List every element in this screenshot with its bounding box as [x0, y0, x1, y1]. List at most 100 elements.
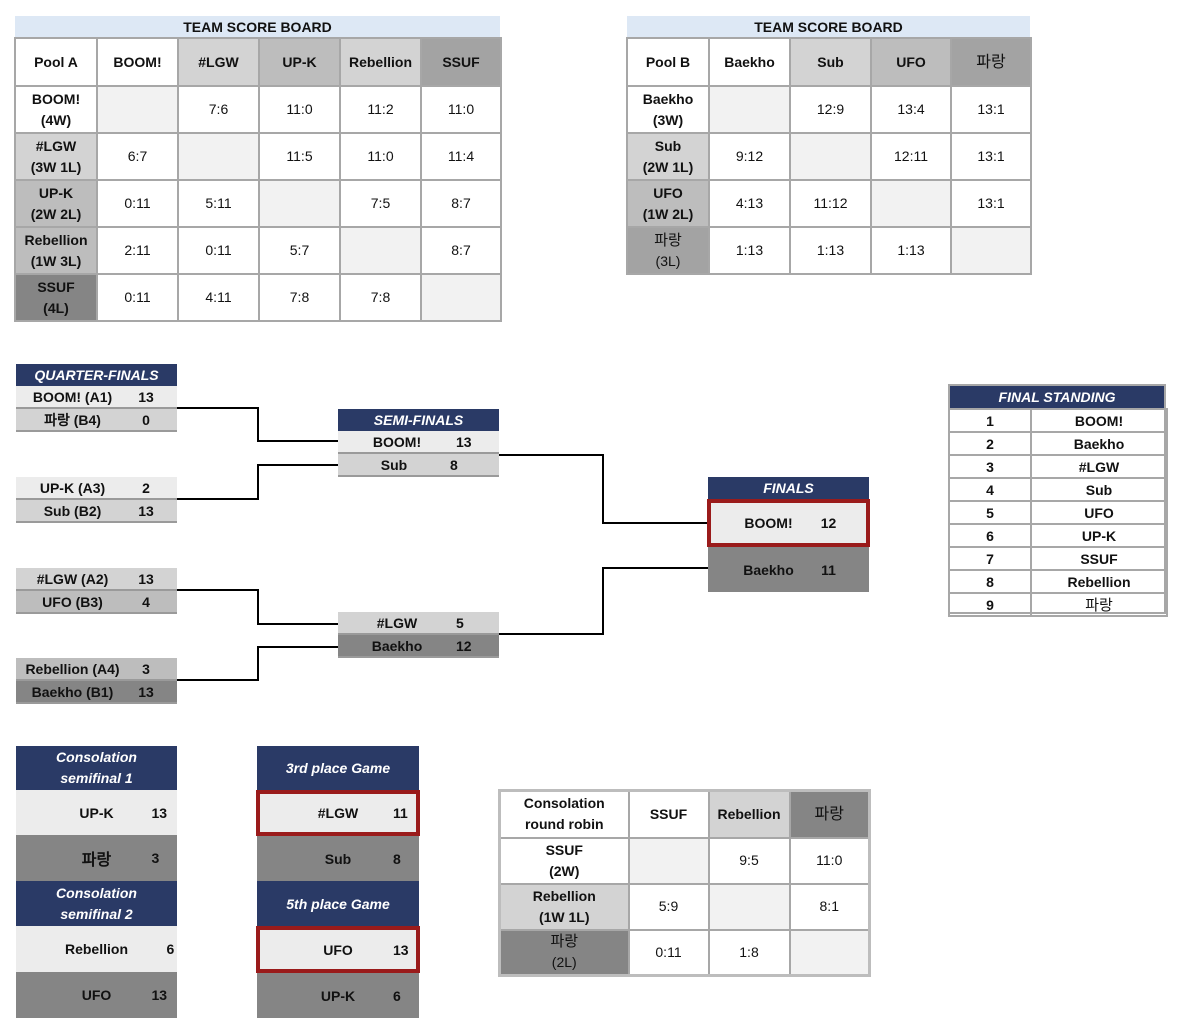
rank: 8	[948, 569, 1032, 594]
team-name: UP-K (A3)	[39, 479, 106, 496]
table-row: UFO(1W 2L) 4:13 11:12 13:1	[626, 179, 1032, 228]
team-score: 12	[820, 515, 837, 531]
team-name: Baekho (B1)	[31, 683, 114, 700]
pool-b-col-header: Sub	[789, 37, 872, 87]
team-score: 0	[142, 411, 150, 428]
rank: 7	[948, 546, 1032, 571]
pool-a-cell: 11:0	[258, 85, 341, 134]
team: UP-K	[1030, 523, 1168, 548]
pool-b-cell: 1:13	[789, 226, 872, 275]
pool-a-cell	[258, 179, 341, 228]
pool-b-cell	[789, 132, 872, 181]
pool-a-col-header: #LGW	[177, 37, 260, 87]
pool-a-cell: 7:8	[339, 273, 422, 322]
consolation-rr-cell: 11:0	[788, 836, 871, 885]
pool-a-cell: 11:2	[339, 85, 422, 134]
table-row: Sub(2W 1L) 9:12 12:11 13:1	[626, 132, 1032, 181]
team-name: Baekho	[743, 561, 794, 578]
fifth-place-loser: UP-K 6	[257, 973, 419, 1018]
pool-a-cell: 8:7	[420, 226, 502, 275]
pool-a-cell	[96, 85, 179, 134]
table-row: 3#LGW	[948, 454, 1168, 479]
consolation-rr-cell	[707, 882, 791, 931]
title-line: Consolation	[56, 749, 137, 765]
team: 파랑	[1030, 592, 1168, 617]
pool-a-row-header: SSUF(4L)	[14, 273, 98, 322]
team-name: Baekho	[371, 637, 423, 654]
bracket-line	[498, 454, 604, 456]
pool-b-col-header: UFO	[870, 37, 952, 87]
third-place-winner: #LGW 11	[256, 790, 420, 836]
consolation-sf2-top: Rebellion 6	[16, 926, 177, 972]
team-name: #LGW	[376, 614, 418, 631]
pool-a-cell: 2:11	[96, 226, 179, 275]
bracket-line	[177, 407, 258, 409]
pool-a-cell: 8:7	[420, 179, 502, 228]
pool-b-cell	[870, 179, 952, 228]
rank: 5	[948, 500, 1032, 525]
pool-a-cell: 0:11	[177, 226, 260, 275]
qf-slot: Sub (B2) 13	[16, 500, 177, 523]
qf-slot: BOOM! (A1) 13	[16, 386, 177, 409]
pool-b-cell	[950, 226, 1032, 275]
team-name: UP-K	[79, 804, 114, 821]
finals-winner: BOOM! 12	[707, 499, 870, 547]
pool-a-caption: TEAM SCORE BOARD	[15, 16, 500, 38]
bracket-line	[602, 454, 604, 524]
pool-a-col-header: UP-K	[258, 37, 341, 87]
team-name: Sub	[380, 456, 408, 473]
pool-b-cell: 4:13	[708, 179, 791, 228]
team: UFO	[1030, 500, 1168, 525]
pool-a-cell	[339, 226, 422, 275]
team-name: UFO	[323, 941, 353, 958]
quarter-finals-title: QUARTER-FINALS	[16, 364, 177, 386]
pool-a-cell: 7:8	[258, 273, 341, 322]
bracket-line	[602, 567, 708, 569]
qf-slot: UFO (B3) 4	[16, 591, 177, 614]
consolation-rr-cell	[788, 928, 871, 977]
pool-a-col-header: BOOM!	[96, 37, 179, 87]
bracket-line	[498, 633, 604, 635]
third-place-title: 3rd place Game	[257, 746, 419, 790]
sf-slot: Baekho 12	[338, 635, 499, 658]
pool-a-cell	[177, 132, 260, 181]
bracket-line	[177, 589, 258, 591]
consolation-rr-row-header: Rebellion(1W 1L)	[498, 882, 630, 931]
bracket-line	[177, 498, 258, 500]
finals-title: FINALS	[708, 477, 869, 499]
team: Baekho	[1030, 431, 1168, 456]
table-row: UP-K(2W 2L) 0:11 5:11 7:5 8:7	[14, 179, 502, 228]
pool-b-cell: 11:12	[789, 179, 872, 228]
consolation-sf1-bottom: 파랑 3	[16, 835, 177, 881]
pool-b-cell: 12:11	[870, 132, 952, 181]
pool-a-cell: 4:11	[177, 273, 260, 322]
pool-b-col-header: Baekho	[708, 37, 791, 87]
pool-a-col-header: Rebellion	[339, 37, 422, 87]
table-row: Baekho(3W) 12:9 13:4 13:1	[626, 85, 1032, 134]
team-name: BOOM! (A1)	[32, 388, 113, 405]
team-name: #LGW	[317, 805, 359, 821]
team-name: BOOM!	[744, 515, 793, 531]
pool-a-cell: 0:11	[96, 273, 179, 322]
pool-a-row-header: UP-K(2W 2L)	[14, 179, 98, 228]
team-score: 3	[142, 660, 150, 677]
pool-a-cell: 5:11	[177, 179, 260, 228]
pool-b-cell: 13:4	[870, 85, 952, 134]
rank: 1	[948, 408, 1032, 433]
pool-a-cell: 11:5	[258, 132, 341, 181]
pool-a-col-header: SSUF	[420, 37, 502, 87]
pool-a-cell: 5:7	[258, 226, 341, 275]
team-name: 파랑	[81, 852, 112, 869]
pool-b-cell: 13:1	[950, 132, 1032, 181]
pool-b-cell	[708, 85, 791, 134]
team-score: 13	[138, 683, 154, 700]
team-score: 13	[138, 388, 154, 405]
consolation-rr-cell	[627, 836, 710, 885]
bracket-line	[257, 407, 259, 442]
